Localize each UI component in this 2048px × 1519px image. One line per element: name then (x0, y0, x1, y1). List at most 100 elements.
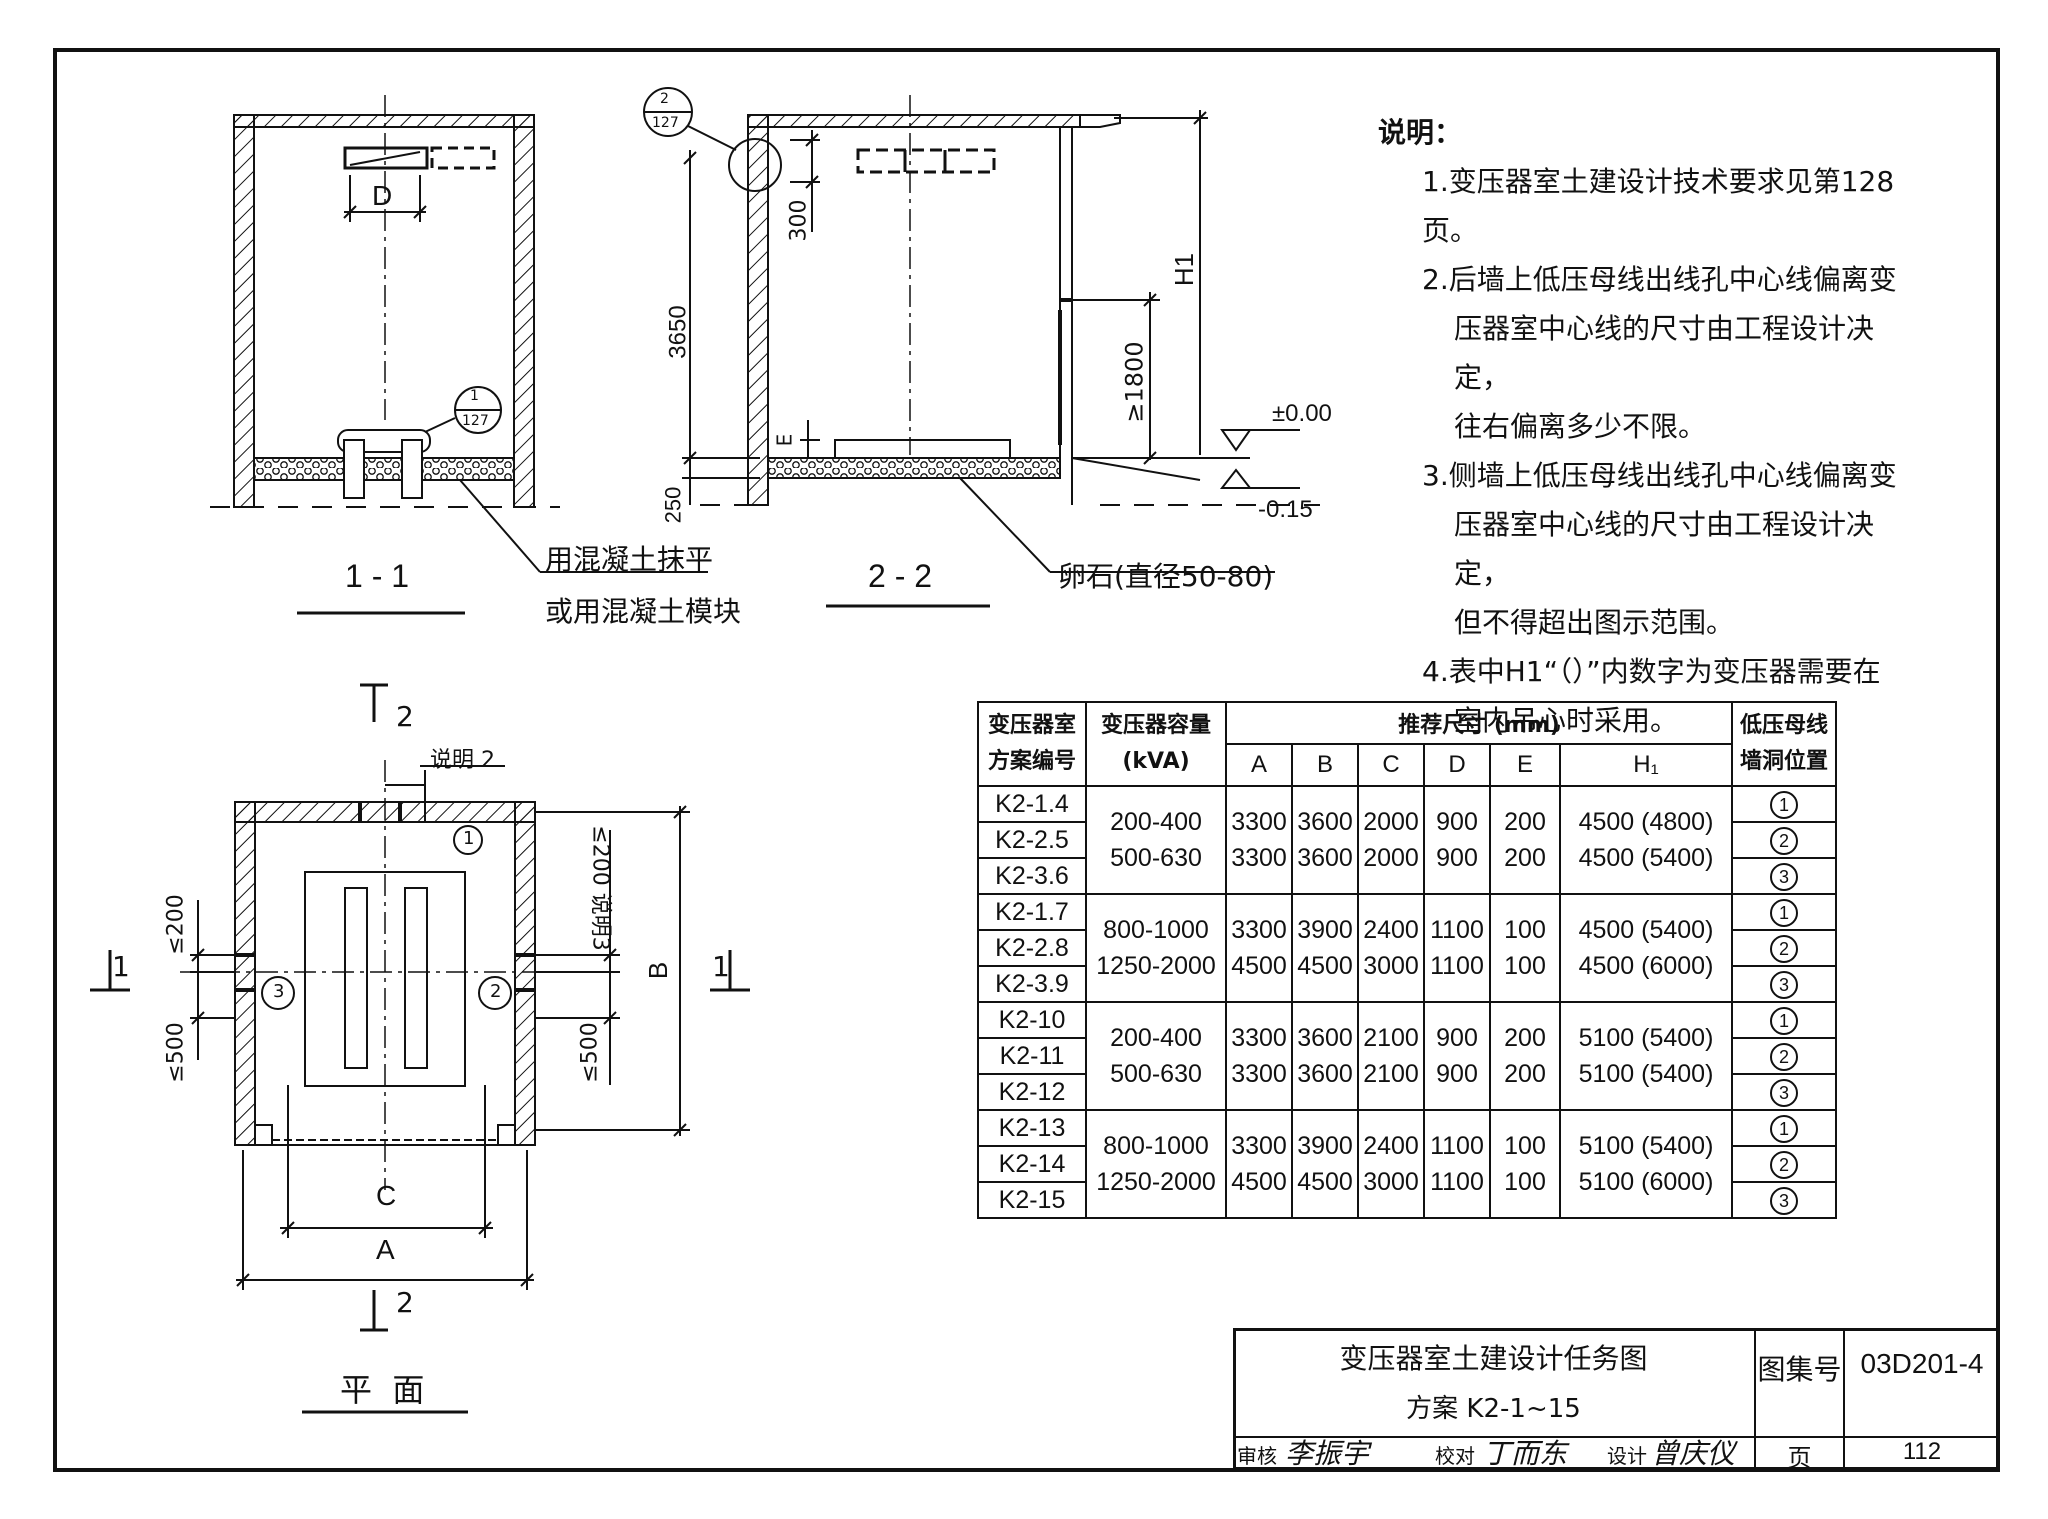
callout-1-num: 1 (470, 388, 479, 404)
table-row: K2-3.9 3 (977, 965, 1837, 1003)
concrete-note-line2: 或用混凝土模块 (545, 595, 742, 628)
plan-note-3: ≤200 说明3 (587, 825, 613, 951)
section-2-2-title: 2 - 2 (868, 558, 933, 594)
spec-table: 变压器室方案编号 变压器容量(kVA) 推荐尺寸 (mm) 低压母线墙洞位置 A… (977, 701, 1837, 1219)
table-row: K2-15 3 (977, 1181, 1837, 1219)
note-item: 但不得超出图示范围。 (1454, 606, 1735, 639)
design-notes: 说明： 1.变压器室土建设计技术要求见第128页。 2.后墙上低压母线出线孔中心… (1378, 108, 1898, 745)
review-label: 审核 (1237, 1444, 1277, 1468)
level-top: ±0.00 (1272, 400, 1332, 427)
page-number: 112 (1902, 1438, 1942, 1465)
plan-title: 平 面 (340, 1371, 425, 1409)
note-item: 压器室中心线的尺寸由工程设计决定， (1454, 312, 1875, 394)
plan-cut1-right: 1 (712, 950, 730, 983)
section-1-1 (210, 95, 708, 615)
position-circle: 3 (1770, 1187, 1798, 1215)
plan-cut1-left: 1 (112, 950, 130, 983)
plan-dim-a: A (376, 1234, 395, 1265)
plan-dim-500-right: ≤500 (577, 1022, 603, 1083)
position-circle: 2 (1770, 935, 1798, 963)
position-circle: 1 (1770, 1115, 1798, 1143)
section-2-2 (643, 87, 1320, 608)
dim-cell-h1: 5100 (5400)5100 (5400) (1559, 1001, 1733, 1111)
scheme-cell: K2-13 (977, 1109, 1087, 1147)
position-cell: 2 (1731, 821, 1837, 859)
check-label: 校对 (1435, 1444, 1475, 1468)
th-dim: C (1357, 743, 1425, 787)
table-row: K2-12 3 (977, 1073, 1837, 1111)
scheme-cell: K2-12 (977, 1073, 1087, 1111)
note-item: 4.表中H1“（）”内数字为变压器需要在 (1422, 655, 1881, 688)
table-row: K2-3.6 3 (977, 857, 1837, 895)
position-cell: 2 (1731, 1037, 1837, 1075)
plan-dim-500-left: ≤500 (163, 1022, 189, 1083)
design-signature: 曾庆仪 (1651, 1437, 1736, 1470)
sheet-border (53, 48, 2000, 1472)
table-row: K2-2.5 2 (977, 821, 1837, 859)
note-item: 1.变压器室土建设计技术要求见第128页。 (1422, 165, 1895, 247)
dim-300: 300 (786, 199, 812, 242)
scheme-cell: K2-2.8 (977, 929, 1087, 967)
position-cell: 3 (1731, 1181, 1837, 1219)
notes-title: 说明： (1378, 116, 1463, 149)
position-circle: 2 (1770, 1043, 1798, 1071)
note-item: 压器室中心线的尺寸由工程设计决定， (1454, 508, 1875, 590)
dim-3650: 3650 (664, 305, 692, 359)
pebble-note: 卵石(直径50-80) (1058, 560, 1274, 593)
position-circle: 3 (1770, 971, 1798, 999)
position-cell: 3 (1731, 857, 1837, 895)
th-dim: A (1225, 743, 1293, 787)
th-recommended: 推荐尺寸 (mm) (1225, 701, 1733, 745)
position-circle: 3 (1770, 1079, 1798, 1107)
position-cell: 1 (1731, 1001, 1837, 1039)
scheme-cell: K2-3.6 (977, 857, 1087, 895)
position-cell: 1 (1731, 1109, 1837, 1147)
th-dim: B (1291, 743, 1359, 787)
scheme-cell: K2-1.7 (977, 893, 1087, 931)
dim-1800: ≥1800 (1120, 341, 1149, 423)
plan-view (90, 683, 750, 1414)
check-signature: 丁而东 (1483, 1437, 1568, 1470)
th-capacity: 变压器容量(kVA) (1085, 701, 1227, 787)
th-scheme: 变压器室方案编号 (977, 701, 1087, 787)
atlas-number: 03D201-4 (1860, 1348, 1984, 1379)
th-dim: E (1489, 743, 1561, 787)
dim-e: E (772, 433, 797, 447)
review-signature: 李振宇 (1285, 1437, 1370, 1470)
dim-cell-h1: 5100 (5400)5100 (6000) (1559, 1109, 1733, 1219)
plan-pos-2: 2 (490, 981, 502, 1002)
scheme-cell: K2-3.9 (977, 965, 1087, 1003)
table-row: K2-2.8 2 (977, 929, 1837, 967)
position-cell: 2 (1731, 929, 1837, 967)
dim-cell-h1: 4500 (4800)4500 (5400) (1559, 785, 1733, 895)
scheme-cell: K2-2.5 (977, 821, 1087, 859)
scheme-cell: K2-15 (977, 1181, 1087, 1219)
position-cell: 1 (1731, 893, 1837, 931)
design-label: 设计 (1607, 1444, 1647, 1468)
dim-h1: H1 (1169, 252, 1200, 287)
plan-dim-200: ≤200 (163, 894, 189, 955)
